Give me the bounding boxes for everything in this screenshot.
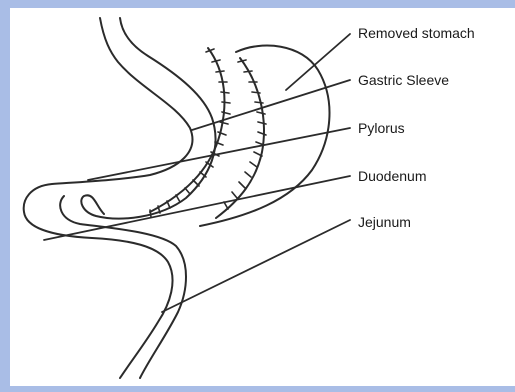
label-removed-stomach: Removed stomach [358, 25, 475, 41]
label-pylorus: Pylorus [358, 120, 405, 136]
gastric-sleeve-staple-line [150, 48, 224, 212]
stomach-outer-outline [24, 18, 193, 378]
leader-jejunum [162, 220, 350, 312]
stomach-inner-outline [60, 18, 215, 378]
leader-gastric-sleeve [192, 80, 350, 130]
removed-staples [224, 60, 266, 209]
label-jejunum: Jejunum [358, 214, 411, 230]
leader-lines [44, 34, 350, 312]
leader-removed-stomach [286, 34, 350, 90]
label-gastric-sleeve: Gastric Sleeve [358, 72, 449, 88]
sleeve-staples [150, 49, 230, 217]
label-duodenum: Duodenum [358, 168, 427, 184]
